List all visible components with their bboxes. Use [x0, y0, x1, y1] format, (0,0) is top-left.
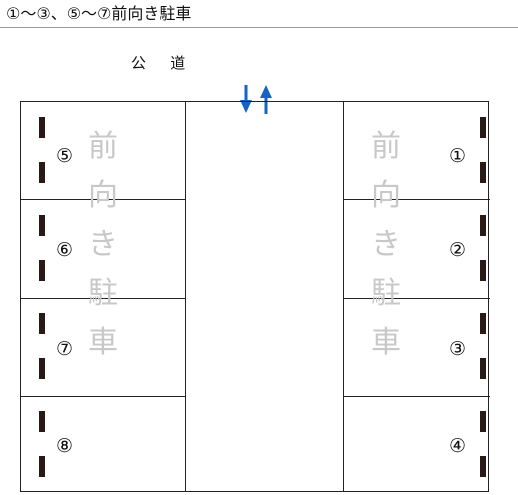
wheel-stopper-icon [480, 456, 486, 477]
wheel-stopper-icon [39, 162, 45, 183]
space-number-2: ② [449, 239, 467, 261]
space-divider [344, 298, 490, 299]
watermark-left: 前 向 き 駐 車 [85, 122, 121, 367]
watermark-char: 車 [371, 325, 401, 360]
wheel-stopper-icon [39, 456, 45, 477]
watermark-char: 車 [88, 325, 118, 360]
watermark-char: 駐 [371, 276, 401, 311]
wheel-stopper-icon [39, 358, 45, 379]
space-divider [21, 396, 185, 397]
space-number-7: ⑦ [56, 338, 74, 360]
entry-exit-arrows [240, 85, 272, 114]
wheel-stopper-icon [480, 358, 486, 379]
wheel-stopper-icon [39, 411, 45, 432]
page-title: ①～③、⑤～⑦前向き駐車 [6, 4, 192, 23]
watermark-char: 向 [88, 178, 118, 213]
wheel-stopper-icon [39, 215, 45, 236]
space-number-3: ③ [449, 338, 467, 360]
wheel-stopper-icon [39, 260, 45, 281]
space-divider [344, 396, 490, 397]
wheel-stopper-icon [39, 313, 45, 334]
wheel-stopper-icon [480, 260, 486, 281]
parking-lot: ⑤ ⑥ ⑦ ⑧ 前 向 き 駐 車 前 向 き 駐 車 ① ② ③ ④ [20, 101, 490, 492]
watermark-right: 前 向 き 駐 車 [368, 122, 404, 367]
watermark-char: き [371, 227, 401, 262]
space-number-5: ⑤ [56, 145, 74, 167]
arrow-down-icon [240, 85, 252, 113]
arrow-up-icon [260, 85, 272, 114]
wheel-stopper-icon [39, 117, 45, 138]
wheel-stopper-icon [480, 162, 486, 183]
space-divider [21, 298, 185, 299]
wheel-stopper-icon [480, 313, 486, 334]
watermark-char: 駐 [88, 276, 118, 311]
space-number-6: ⑥ [56, 239, 74, 261]
road-label: 公 道 [131, 54, 196, 72]
wheel-stopper-icon [480, 117, 486, 138]
wheel-stopper-icon [480, 411, 486, 432]
aisle-left-edge [185, 102, 186, 491]
wheel-stopper-icon [480, 215, 486, 236]
aisle-right-edge [343, 102, 344, 491]
space-number-8: ⑧ [56, 435, 74, 457]
watermark-char: 向 [371, 178, 401, 213]
space-divider [21, 199, 185, 200]
space-divider [344, 199, 490, 200]
title-divider [0, 27, 518, 28]
watermark-char: 前 [371, 129, 401, 164]
space-number-4: ④ [449, 435, 467, 457]
space-number-1: ① [449, 145, 467, 167]
watermark-char: 前 [88, 129, 118, 164]
watermark-char: き [88, 227, 118, 262]
